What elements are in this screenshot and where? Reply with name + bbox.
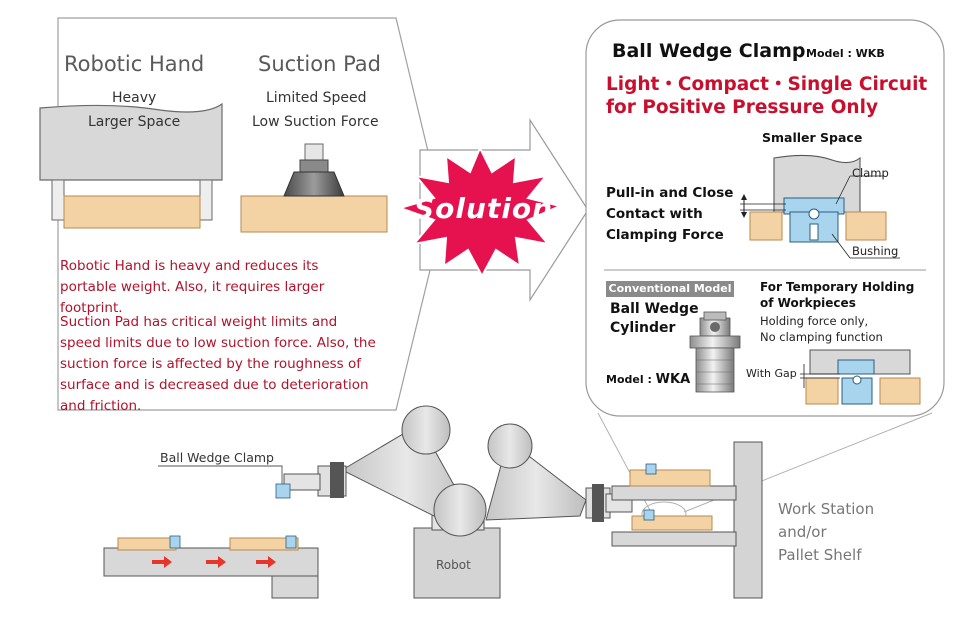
work-station-line1: Work Station bbox=[778, 500, 875, 518]
conventional-model-badge: Conventional Model bbox=[606, 281, 734, 297]
work-station-line2: and/or bbox=[778, 523, 827, 541]
tagline-line2: for Positive Pressure Only bbox=[606, 97, 879, 118]
robotic-hand-heavy: Heavy bbox=[112, 90, 157, 106]
holding-force-only: Holding force only, bbox=[760, 314, 869, 328]
suction-pad-low-force: Low Suction Force bbox=[252, 114, 379, 130]
wkb-model-label: Model : WKB bbox=[806, 47, 885, 60]
work-station-line3: Pallet Shelf bbox=[778, 546, 862, 564]
suction-pad-description: Suction Pad has critical weight limits a… bbox=[60, 314, 376, 414]
suction-pad-title: Suction Pad bbox=[258, 52, 382, 76]
robotic-hand-illustration bbox=[39, 102, 223, 229]
ball-wedge-clamp-callout: Ball Wedge Clamp bbox=[160, 450, 274, 465]
robotic-hand-description: Robotic Hand is heavy and reduces its po… bbox=[60, 258, 325, 316]
wkb-cross-section bbox=[740, 154, 900, 259]
cylinder-name-line2: Cylinder bbox=[610, 320, 676, 336]
wka-cylinder-illustration bbox=[689, 311, 741, 393]
wka-cross-section bbox=[800, 349, 921, 405]
pull-in-line3: Clamping Force bbox=[606, 227, 724, 243]
temporary-holding-line1: For Temporary Holding bbox=[760, 280, 915, 294]
solution-label: Solution bbox=[414, 192, 554, 225]
robot-illustration bbox=[275, 405, 633, 599]
temporary-holding-line2: of Workpieces bbox=[760, 296, 856, 310]
pull-in-line1: Pull-in and Close bbox=[606, 185, 734, 201]
smaller-space-label: Smaller Space bbox=[762, 130, 863, 145]
work-station-illustration bbox=[611, 441, 763, 599]
conveyor-illustration bbox=[103, 535, 319, 599]
cylinder-name-line1: Ball Wedge bbox=[610, 301, 699, 317]
bushing-label: Bushing bbox=[852, 244, 899, 258]
robot-label: Robot bbox=[436, 558, 471, 572]
wka-model-label: Model : WKA bbox=[606, 372, 691, 387]
ball-wedge-clamp-title: Ball Wedge Clamp bbox=[612, 40, 806, 62]
with-gap-label: With Gap bbox=[746, 367, 797, 380]
clamp-label: Clamp bbox=[852, 166, 889, 180]
solution-starburst bbox=[396, 145, 564, 279]
robotic-hand-title: Robotic Hand bbox=[64, 52, 205, 76]
no-clamping-function: No clamping function bbox=[760, 330, 883, 344]
suction-pad-illustration bbox=[240, 143, 388, 233]
suction-pad-limited-speed: Limited Speed bbox=[266, 90, 367, 106]
tagline-line1: Light・Compact・Single Circuit bbox=[606, 74, 928, 95]
pull-in-line2: Contact with bbox=[606, 206, 703, 222]
robotic-hand-larger-space: Larger Space bbox=[88, 114, 181, 130]
